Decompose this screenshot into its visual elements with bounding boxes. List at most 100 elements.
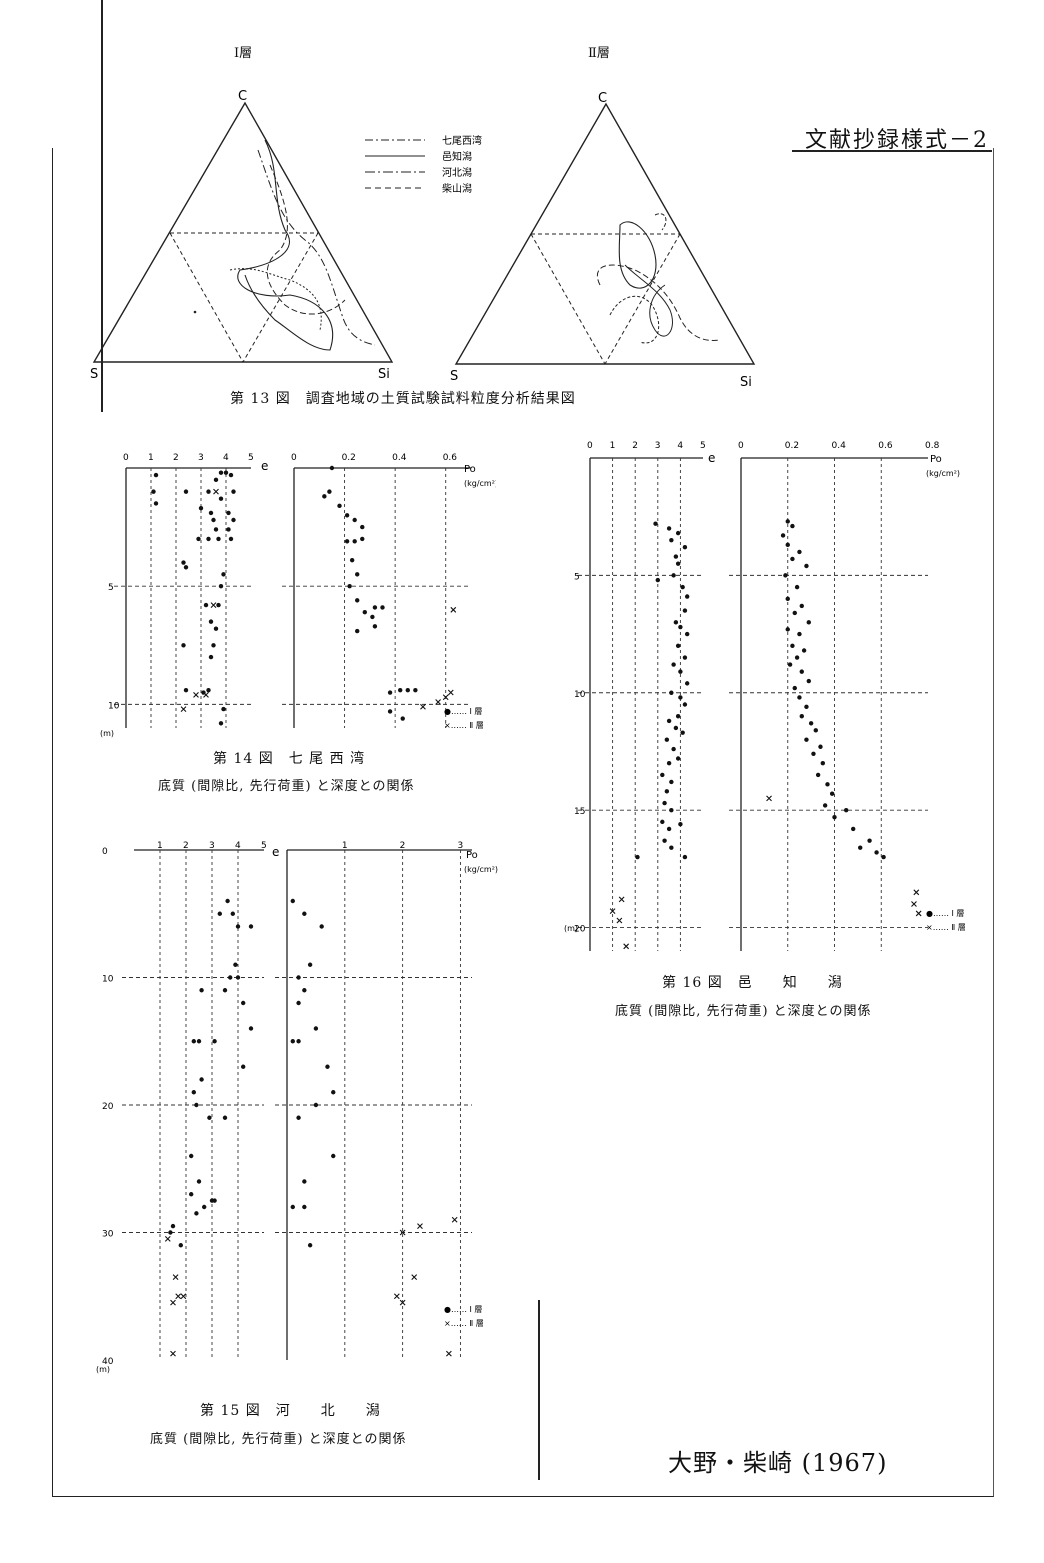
fig14-e-point <box>196 536 201 542</box>
fig16-p-point <box>801 648 807 653</box>
fig16-depth-label: 10 <box>574 690 586 700</box>
fig16-e-point <box>682 655 688 660</box>
fig16-e-tick-label: 2 <box>632 441 638 451</box>
ternary-2-vertex-si: Si <box>740 375 752 390</box>
fig16-p-point <box>797 631 802 637</box>
fig15-e-point <box>191 1039 196 1044</box>
column-divider <box>538 1300 540 1480</box>
fig16-legend-0: ●…… Ⅰ 層 <box>926 909 964 918</box>
fig14-p-tick-label: 0.4 <box>392 453 407 463</box>
fig15-e-point <box>241 1000 246 1006</box>
fig14-p-cross-point <box>450 606 457 613</box>
fig16-depth-label: 15 <box>574 807 585 817</box>
fig14-p-point <box>337 503 342 509</box>
fig16-e-point <box>664 789 670 794</box>
fig16-e-tick-label: 3 <box>655 441 661 451</box>
fig13-legend-4: 柴山潟 <box>442 182 472 195</box>
fig15-e-point <box>168 1230 173 1235</box>
fig16-e-point <box>669 807 674 813</box>
fig16-p-tick-label: 0.2 <box>785 441 799 451</box>
fig16-p-point <box>790 556 795 562</box>
fig14-e-point <box>213 527 219 532</box>
fig16-p-point <box>785 627 790 632</box>
fig15-e-point <box>235 924 241 929</box>
fig16-legend-1: ×…… Ⅱ 層 <box>926 923 966 932</box>
author-citation: 大野・柴崎 (1967) <box>668 1449 888 1477</box>
fig16-e-point <box>664 737 670 742</box>
fig14-p-point <box>413 687 418 693</box>
fig16-e-tick-label: 5 <box>700 441 706 451</box>
fig15-e-point <box>189 1192 194 1197</box>
fig13-layer1-title: Ⅰ層 <box>234 46 253 61</box>
fig15-p-point <box>296 1115 301 1120</box>
fig16-e-point <box>671 746 676 752</box>
fig16-e-point <box>675 756 681 761</box>
fig14-e-point <box>203 602 209 608</box>
fig13-legend <box>365 139 425 189</box>
fig15-e-tick-label: 2 <box>183 841 189 851</box>
fig15-p-axis-label: Po <box>466 850 478 861</box>
fig14-e-point <box>218 721 224 726</box>
fig14-e-point <box>231 517 236 523</box>
fig16-e-point <box>682 608 688 613</box>
fig13-caption: 第 13 図 調査地域の土質試験試料粒度分析結果図 <box>230 391 576 407</box>
fig14-p-point <box>344 513 350 518</box>
fig16-depth-label: 5 <box>574 572 580 582</box>
fig16-e-cross-point <box>618 896 625 903</box>
fig15-p-point <box>290 1039 295 1044</box>
fig13-ternary-diagrams: C S Si 七尾西湾 邑知潟 河北潟 柴山潟 C S Si <box>90 89 756 390</box>
fig16-e-point <box>662 838 667 843</box>
fig16-e-point <box>660 772 665 778</box>
header-rule <box>792 150 992 152</box>
fig14-e-point <box>228 472 234 478</box>
fig14-p-point <box>398 687 403 693</box>
fig15-e-tick-label: 4 <box>235 841 241 851</box>
fig16-p-point <box>792 610 797 616</box>
fig15-e-point <box>241 1064 246 1069</box>
fig15-p-cross-point <box>445 1350 452 1357</box>
fig15-p-point <box>307 1243 313 1248</box>
fig14-p-point <box>362 609 367 615</box>
fig14-e-point <box>208 619 214 624</box>
fig16-p-point <box>822 803 828 808</box>
fig16-p-point <box>799 603 804 609</box>
fig16-e-point <box>675 530 681 536</box>
fig15-p-cross-point <box>411 1274 418 1281</box>
fig16-p-point <box>787 662 793 667</box>
ternary-2 <box>454 102 756 365</box>
fig15-e-point <box>233 962 238 967</box>
fig16-p-point <box>799 669 804 674</box>
fig16-p-point <box>804 563 809 569</box>
fig16-p-point <box>785 542 790 548</box>
fig14-p-point <box>405 687 410 693</box>
fig14-e-point <box>153 472 159 478</box>
fig14-p-point <box>344 539 350 544</box>
fig15-p-cross-point <box>399 1299 406 1306</box>
fig14-p-point <box>400 716 405 721</box>
fig16-e-point <box>669 779 674 785</box>
fig15-e-cross-point <box>180 1293 187 1300</box>
fig16-p-point <box>785 519 790 524</box>
fig16-e-cross-point <box>623 943 630 950</box>
fig15-p-cross-point <box>417 1223 423 1230</box>
fig14-e-cross-point <box>180 706 187 712</box>
fig16-p-point <box>804 704 809 710</box>
fig14-e-point <box>183 687 189 693</box>
fig15-p-point <box>290 898 295 904</box>
fig16-p-point <box>815 772 821 778</box>
fig16-p-point <box>794 655 800 660</box>
fig15-e-point <box>217 911 222 916</box>
fig16-depth-unit: (m) <box>564 924 578 933</box>
fig14-p-cross-point <box>420 703 426 710</box>
fig16-e-point <box>682 545 688 550</box>
fig14-e-point <box>181 560 186 565</box>
fig16-e-tick-label: 0 <box>587 441 593 451</box>
fig15-e-point <box>199 1077 204 1082</box>
fig15-p-unit: (kg/cm²) <box>464 865 498 874</box>
fig14-p-cross-point <box>435 699 442 705</box>
fig15-depth-label: 10 <box>102 975 114 985</box>
fig16-e-point <box>684 631 690 637</box>
fig13-legend-2: 邑知潟 <box>442 150 472 163</box>
fig16-e-point <box>684 594 690 599</box>
fig16-p-point <box>790 643 795 649</box>
